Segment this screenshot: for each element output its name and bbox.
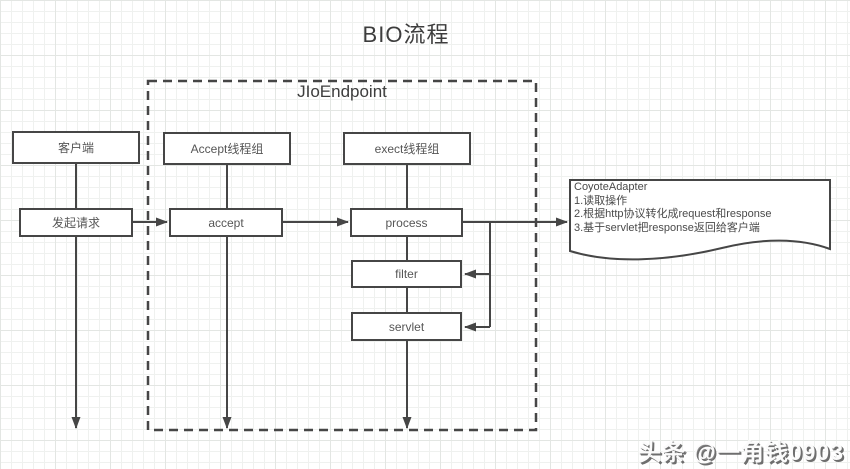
node-servlet: servlet [351,312,462,341]
coyote-adapter-document-shape [569,179,831,261]
node-exec-group: exect线程组 [343,132,471,165]
node-process: process [350,208,463,237]
coyote-adapter-line-3: 3.基于servlet把response返回给客户端 [574,221,760,234]
coyote-adapter-line-2: 2.根据http协议转化成request和response [574,208,772,220]
coyote-adapter-notes: CoyoteAdapter 1.读取操作 2.根据http协议转化成reques… [574,181,828,235]
node-client: 客户端 [12,131,140,164]
edges [71,164,568,429]
coyote-adapter-title: CoyoteAdapter [574,181,648,193]
node-accept-group: Accept线程组 [163,132,291,165]
node-filter: filter [351,260,462,288]
watermark: 头条 @一角钱0903 [638,439,844,465]
coyote-adapter-line-1: 1.读取操作 [574,194,628,207]
page-title: BIO流程 [362,22,450,47]
endpoint-dashed-border [146,79,538,432]
node-request: 发起请求 [19,208,133,237]
node-accept: accept [169,208,283,237]
endpoint-group-label: JIoEndpoint [297,82,387,101]
